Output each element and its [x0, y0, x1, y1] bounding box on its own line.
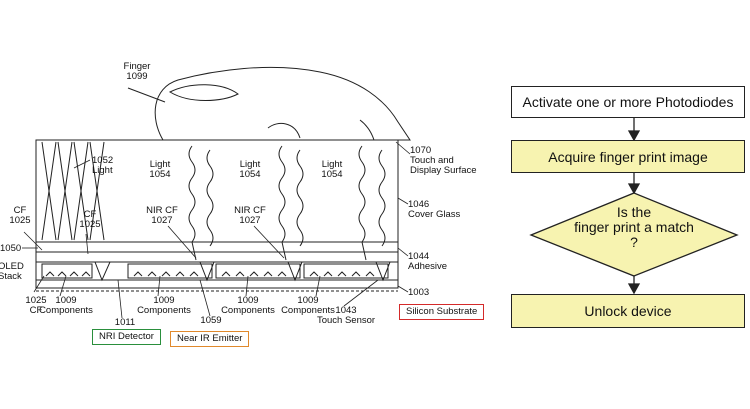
adhesive-layer — [35, 241, 399, 253]
label-1050: 1050 — [0, 243, 22, 254]
decision-line-3: ? — [630, 234, 638, 250]
near-ir-emitter-callout: Near IR Emitter — [170, 331, 250, 347]
decision-line-2: finger print a match — [574, 219, 694, 235]
flow-step-activate: Activate one or more Photodiodes — [511, 86, 745, 118]
light-waves — [188, 145, 386, 261]
patent-drawing — [22, 66, 411, 319]
sensor-layer — [35, 261, 399, 281]
light-1052-block — [41, 141, 105, 241]
flow-step-unlock: Unlock device — [511, 294, 745, 328]
component-cells — [41, 263, 389, 279]
silicon-substrate-callout: Silicon Substrate — [399, 304, 485, 320]
nri-detector-callout: NRI Detector — [92, 329, 161, 345]
fingernail — [168, 84, 239, 101]
label-1059: 1059 — [200, 315, 222, 326]
substrate-number: 1003 — [408, 287, 430, 298]
leader-lines — [22, 141, 411, 319]
component-bumps — [45, 271, 375, 277]
label-1011: 1011 — [114, 317, 136, 328]
flow-decision-label: Is the finger print a match ? — [560, 205, 708, 250]
decision-line-1: Is the — [616, 204, 652, 220]
substrate-layer — [35, 279, 399, 289]
finger-outline — [154, 66, 411, 141]
flow-step-acquire: Acquire finger print image — [511, 140, 745, 173]
oled-stack-layer — [35, 251, 399, 263]
emitter-funnels — [94, 261, 391, 282]
